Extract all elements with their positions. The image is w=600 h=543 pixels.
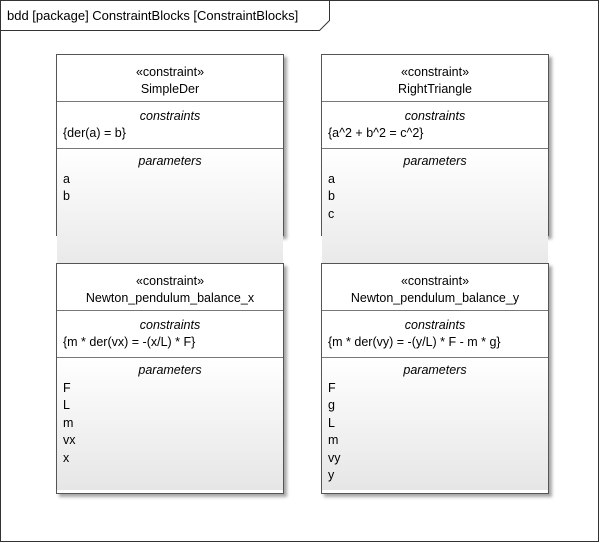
constraint-block-newton-pendulum-balance-y[interactable]: «constraint» Newton_pendulum_balance_y c… <box>321 263 549 494</box>
constraints-title: constraints <box>139 318 201 332</box>
parameter: c <box>328 206 335 221</box>
block-header: «constraint» Newton_pendulum_balance_x <box>57 264 283 311</box>
block-name: RightTriangle <box>398 82 472 96</box>
constraint-block-simpleder[interactable]: «constraint» SimpleDer constraints {der(… <box>56 54 284 280</box>
parameter: vy <box>328 450 341 465</box>
constraints-compartment: constraints {der(a) = b} <box>57 102 283 149</box>
constraint-expression: {a^2 + b^2 = c^2} <box>328 126 424 140</box>
parameters-compartment: parameters a b <box>57 149 283 280</box>
constraints-compartment: constraints {m * der(vy) = -(y/L) * F - … <box>322 311 548 358</box>
parameter: g <box>328 398 335 412</box>
constraint-expression: {der(a) = b} <box>63 126 126 140</box>
parameters-title: parameters <box>138 363 202 377</box>
frame-tab-outline <box>1 1 330 31</box>
constraint-expression: {m * der(vx) = -(x/L) * F} <box>63 335 196 349</box>
parameter: m <box>63 415 74 430</box>
constraints-title: constraints <box>404 318 466 332</box>
block-header: «constraint» Newton_pendulum_balance_y <box>322 264 548 311</box>
parameters-title: parameters <box>403 154 467 168</box>
constraints-title: constraints <box>404 109 466 123</box>
constraints-compartment: constraints {m * der(vx) = -(x/L) * F} <box>57 311 283 358</box>
constraint-expression: {m * der(vy) = -(y/L) * F - m * g} <box>328 335 501 349</box>
parameter: L <box>328 415 335 430</box>
parameter: m <box>328 433 339 447</box>
parameter: y <box>328 468 335 482</box>
stereotype-label: «constraint» <box>400 65 470 79</box>
block-header: «constraint» SimpleDer <box>57 55 283 102</box>
parameter: F <box>328 380 336 395</box>
parameters-title: parameters <box>403 363 467 377</box>
block-name: SimpleDer <box>140 82 200 96</box>
parameter: L <box>63 398 70 412</box>
parameter: vx <box>63 433 76 447</box>
constraint-block-newton-pendulum-balance-x[interactable]: «constraint» Newton_pendulum_balance_x c… <box>56 263 284 494</box>
parameter: a <box>328 171 335 186</box>
parameter: a <box>63 171 70 186</box>
stereotype-label: «constraint» <box>400 274 470 288</box>
constraint-block-righttriangle[interactable]: «constraint» RightTriangle constraints {… <box>321 54 549 280</box>
parameters-title: parameters <box>138 154 202 168</box>
parameter: x <box>63 450 70 465</box>
stereotype-label: «constraint» <box>135 65 205 79</box>
constraints-compartment: constraints {a^2 + b^2 = c^2} <box>322 102 548 149</box>
block-name: Newton_pendulum_balance_x <box>85 291 255 305</box>
parameter: b <box>328 189 335 203</box>
constraints-title: constraints <box>139 109 201 123</box>
parameters-compartment: parameters a b c <box>322 149 548 280</box>
parameter: F <box>63 380 71 395</box>
block-name: Newton_pendulum_balance_y <box>350 291 520 305</box>
stereotype-label: «constraint» <box>135 274 205 288</box>
parameters-compartment: parameters F g L m vy y <box>322 358 548 490</box>
frame-title: bdd [package] ConstraintBlocks [Constrai… <box>7 8 299 23</box>
block-header: «constraint» RightTriangle <box>322 55 548 102</box>
parameter: b <box>63 189 70 203</box>
parameters-compartment: parameters F L m vx x <box>57 358 283 490</box>
